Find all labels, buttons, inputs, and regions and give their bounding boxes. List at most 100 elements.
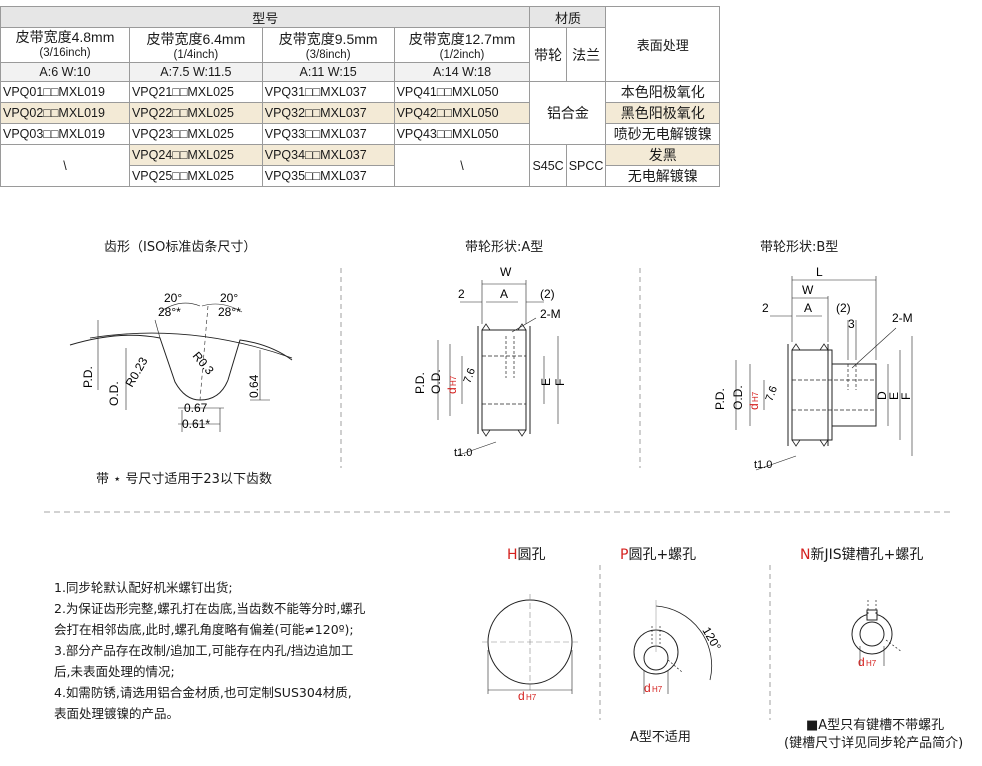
tooth-profile-diagram: 20° 28°* 20° 28°* P.D. O.D. R0.23 R0.3 0… bbox=[69, 291, 293, 432]
width-header: 皮带宽度12.7mm(1/2inch) bbox=[393, 27, 531, 63]
type-b-diagram: L W 2 A (2) 3 2-M P.D. O.D. d H7 7.6 D E… bbox=[713, 265, 913, 471]
dim-dd: D bbox=[875, 391, 889, 400]
type-a-diagram: W 2 A (2) 2-M P.D. O.D. d H7 7.6 E F t1.… bbox=[413, 265, 567, 459]
dim-d: d bbox=[747, 403, 761, 410]
note-item: 1.同步轮默认配好机米螺钉出货; bbox=[54, 580, 233, 595]
header-surface: 表面处理 bbox=[605, 6, 720, 82]
table-cell: VPQ42□□MXL050 bbox=[393, 102, 531, 124]
note-item: 会打在相邻齿底,此时,螺孔角度略有偏差(可能≠120º); bbox=[54, 622, 354, 637]
table-cell: VPQ22□□MXL025 bbox=[128, 102, 263, 124]
angle-28-left: 28°* bbox=[158, 305, 181, 319]
w067-label: 0.67 bbox=[184, 401, 208, 415]
width-header: 皮带宽度4.8mm(3/16inch) bbox=[0, 27, 130, 63]
header-model: 型号 bbox=[0, 6, 531, 28]
bore-p-note: A型不适用 bbox=[630, 730, 691, 745]
table-cell: VPQ02□□MXL019 bbox=[0, 102, 130, 124]
tooth-note: 带 ⋆ 号尺寸适用于23以下齿数 bbox=[96, 472, 272, 487]
w061-label: 0.61* bbox=[182, 417, 210, 431]
dim-od: O.D. bbox=[731, 385, 745, 410]
header-pulley: 带轮 bbox=[529, 27, 567, 82]
type-b-title: 带轮形状:B型 bbox=[760, 240, 839, 255]
note-item: 表面处理镀镍的产品。 bbox=[54, 706, 180, 721]
dim-paren2: (2) bbox=[540, 287, 555, 301]
bore-p-title: P圆孔+螺孔 bbox=[620, 547, 697, 563]
note-item: 4.如需防锈,请选用铝合金材质,也可定制SUS304材质, bbox=[54, 685, 352, 700]
aw-cell: A:14 W:18 bbox=[393, 62, 531, 82]
dim-e: E bbox=[887, 392, 901, 400]
bore-n-note1: ■A型只有键槽不带螺孔 bbox=[806, 718, 945, 733]
r03-label: R0.3 bbox=[190, 349, 217, 378]
dim-od: O.D. bbox=[429, 369, 443, 394]
dim-f: F bbox=[899, 393, 913, 400]
bore-n-diagram: d H7 bbox=[851, 600, 903, 669]
aw-cell: A:7.5 W:11.5 bbox=[128, 62, 263, 82]
note-item: 2.为保证齿形完整,螺孔打在齿底,当齿数不能等分时,螺孔 bbox=[54, 601, 366, 616]
note-item: 后,未表面处理的情况; bbox=[54, 664, 175, 679]
table-cell: VPQ32□□MXL037 bbox=[261, 102, 395, 124]
dim-76: 7.6 bbox=[462, 367, 479, 385]
material-aluminum: 铝合金 bbox=[529, 81, 607, 145]
dim-2: 2 bbox=[458, 287, 465, 301]
bore-d: d bbox=[644, 681, 651, 695]
surface-cell: 发黑 bbox=[605, 144, 720, 166]
surface-cell: 无电解镀镍 bbox=[605, 165, 720, 187]
bore-h7: H7 bbox=[652, 685, 663, 694]
angle-20-right: 20° bbox=[220, 291, 238, 305]
dim-3: 3 bbox=[848, 317, 855, 331]
dim-h7: H7 bbox=[449, 375, 458, 386]
material-spcc: SPCC bbox=[565, 144, 607, 187]
aw-cell: A:11 W:15 bbox=[261, 62, 395, 82]
table-cell: VPQ35□□MXL037 bbox=[261, 165, 395, 187]
bore-n-note2: (键槽尺寸详见同步轮产品简介) bbox=[784, 736, 964, 751]
dim-h7: H7 bbox=[751, 391, 760, 402]
note-item: 3.部分产品存在改制/追加工,可能存在内孔/挡边追加工 bbox=[54, 643, 354, 658]
tooth-title: 齿形（ISO标准齿条尺寸） bbox=[104, 240, 257, 255]
table-cell: \ bbox=[393, 144, 531, 187]
bore-h7: H7 bbox=[866, 659, 877, 668]
od-label: O.D. bbox=[107, 381, 121, 406]
bore-d: d bbox=[518, 689, 525, 703]
dim-t: t1.0 bbox=[454, 447, 472, 459]
surface-cell: 黑色阳极氧化 bbox=[605, 102, 720, 124]
header-flange: 法兰 bbox=[565, 27, 607, 82]
dim-pd: P.D. bbox=[413, 372, 427, 394]
pd-label: P.D. bbox=[81, 366, 95, 388]
dim-w: W bbox=[500, 265, 512, 279]
material-s45c: S45C bbox=[529, 144, 567, 187]
dim-2m: 2-M bbox=[892, 311, 913, 325]
dim-d: d bbox=[445, 387, 459, 394]
bore-h7: H7 bbox=[526, 693, 537, 702]
table-cell: VPQ24□□MXL025 bbox=[128, 144, 263, 166]
angle-20-left: 20° bbox=[164, 291, 182, 305]
table-cell: VPQ31□□MXL037 bbox=[261, 81, 395, 103]
angle-28-right: 28°* bbox=[218, 305, 241, 319]
type-a-title: 带轮形状:A型 bbox=[465, 240, 544, 255]
bore-n-title: N新JIS键槽孔+螺孔 bbox=[800, 547, 924, 563]
bore-angle: 120° bbox=[699, 625, 724, 654]
aw-cell: A:6 W:10 bbox=[0, 62, 130, 82]
dim-2: 2 bbox=[762, 301, 769, 315]
dim-pd: P.D. bbox=[713, 388, 727, 410]
bore-d: d bbox=[858, 655, 865, 669]
bore-p-diagram: 120° d H7 bbox=[633, 600, 724, 695]
dim-paren2: (2) bbox=[836, 301, 851, 315]
header-material: 材质 bbox=[529, 6, 607, 28]
spec-table: 型号 材质 表面处理 皮带宽度4.8mm(3/16inch) 皮带宽度6.4mm… bbox=[0, 6, 720, 187]
dim-t: t1.0 bbox=[754, 459, 772, 471]
dim-w: W bbox=[802, 283, 814, 297]
table-cell: \ bbox=[0, 144, 130, 187]
dim-2m: 2-M bbox=[540, 307, 561, 321]
h064-label: 0.64 bbox=[247, 374, 261, 398]
dim-a: A bbox=[804, 301, 812, 315]
dim-e: E bbox=[539, 378, 553, 386]
r023-label: R0.23 bbox=[122, 354, 150, 389]
table-cell: VPQ23□□MXL025 bbox=[128, 123, 263, 145]
notes-list: 1.同步轮默认配好机米螺钉出货; 2.为保证齿形完整,螺孔打在齿底,当齿数不能等… bbox=[54, 577, 365, 724]
dim-76: 7.6 bbox=[764, 385, 781, 403]
dim-l: L bbox=[816, 265, 823, 279]
bore-h-title: H圆孔 bbox=[507, 547, 546, 563]
dim-f: F bbox=[553, 379, 567, 386]
dim-a: A bbox=[500, 287, 508, 301]
bore-h-diagram: d H7 bbox=[482, 594, 578, 703]
